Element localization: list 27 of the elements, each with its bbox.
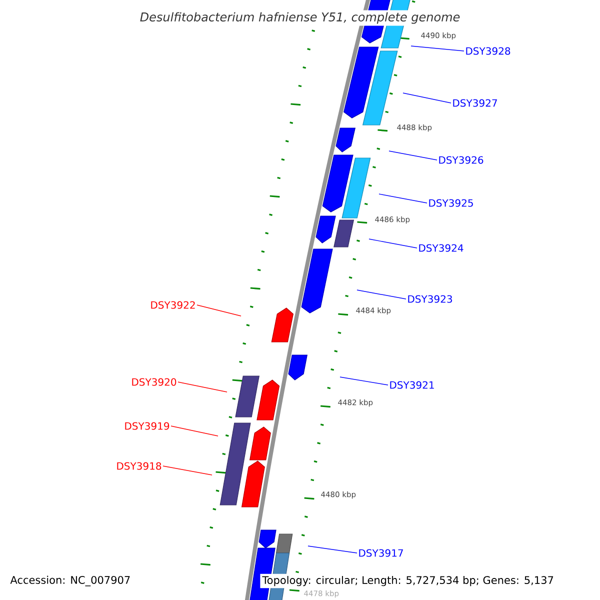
gene-label: DSY3927: [453, 99, 497, 107]
leader-line: [178, 382, 228, 392]
leader-line: [378, 194, 428, 204]
gene-label: DSY3920: [132, 378, 176, 386]
leader-line: [368, 238, 418, 248]
gene-label: DSY3925: [429, 199, 473, 207]
leader-line: [170, 426, 218, 436]
leader-line: [388, 150, 438, 160]
leader-line: [340, 376, 388, 386]
gene-label: DSY3926: [439, 156, 484, 164]
gene-label: DSY3918: [117, 462, 162, 470]
leader-line: [196, 304, 242, 316]
footer-text: Topology: circular; Length: 5,727,534 bp; Genes: 5,137: [260, 574, 556, 588]
leader-line: [308, 546, 358, 554]
gene-label: DSY3917: [359, 549, 403, 557]
gene-label: DSY3919: [125, 422, 170, 430]
title: Desulfitobacterium hafniense Y51, complete genome: [138, 10, 462, 26]
leader-line: [162, 466, 212, 476]
leader-line: [356, 290, 406, 300]
gene-label: DSY3922: [151, 301, 195, 309]
footer-text: Accession: NC_007907: [8, 574, 133, 588]
leader-line: [402, 92, 452, 104]
gene-label: DSY3923: [408, 295, 452, 303]
gene-label: DSY3921: [390, 381, 434, 389]
gene-label: DSY3924: [419, 244, 464, 252]
gene-label: DSY3928: [466, 47, 510, 55]
leader-line: [410, 46, 464, 52]
